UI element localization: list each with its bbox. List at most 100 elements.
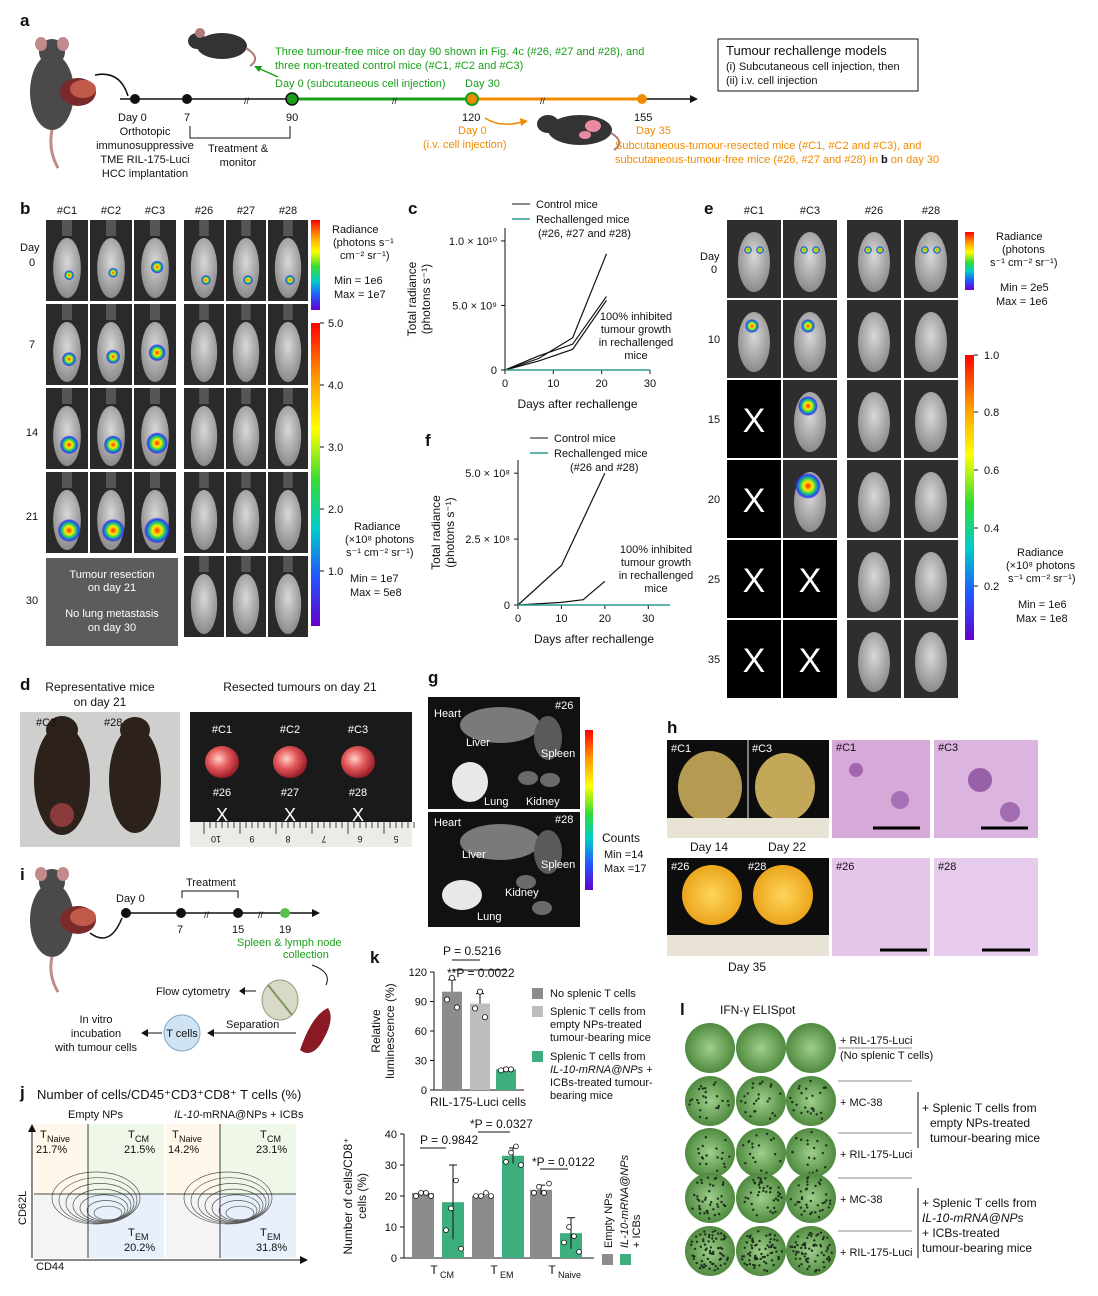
b-day: 14 <box>26 427 38 439</box>
svg-text:#C1: #C1 <box>671 743 691 755</box>
k-bar <box>442 991 462 1090</box>
l-spot <box>697 1147 700 1151</box>
j-quadrant <box>220 1124 296 1194</box>
l-spot <box>775 1250 778 1253</box>
k2-point <box>458 1245 464 1252</box>
l-spot <box>758 1248 761 1251</box>
l-well <box>736 1226 786 1276</box>
l-spot <box>713 1229 717 1233</box>
l-spot <box>769 1186 772 1190</box>
l-spot <box>716 1232 720 1235</box>
l-spot <box>708 1217 711 1220</box>
k2-p-value: *P = 0.0122 <box>532 1155 595 1169</box>
svg-text:+ Splenic T cells from: + Splenic T cells from <box>922 1101 1037 1115</box>
j-ylabel: CD62L <box>17 1191 29 1225</box>
i-incub-3: with tumour cells <box>54 1042 137 1054</box>
l-spot <box>800 1251 804 1255</box>
l-spot <box>808 1247 811 1250</box>
l-spot <box>816 1139 819 1143</box>
svg-text:#28: #28 <box>748 861 766 873</box>
j-contour <box>225 1205 255 1221</box>
c-xtick-label: 10 <box>547 378 559 390</box>
svg-text://: // <box>258 910 264 920</box>
l-spot <box>702 1239 705 1243</box>
l-spot <box>723 1262 727 1265</box>
l-spot <box>757 1144 761 1147</box>
j-quadrant-sub: Naive <box>47 1134 70 1144</box>
k2-legend-label: IL-10-mRNA@NPs <box>619 1154 631 1248</box>
c-note: tumour growth <box>601 324 671 336</box>
b-luminescence <box>57 518 81 543</box>
panel-letter-e: e <box>704 199 713 218</box>
svg-text:s⁻¹ cm⁻² sr⁻¹): s⁻¹ cm⁻² sr⁻¹) <box>346 547 414 559</box>
j-quadrant-value: 20.2% <box>124 1242 155 1254</box>
h-lung-photos-bottom: #26 #28 <box>667 858 829 956</box>
j-contour <box>93 1205 123 1221</box>
b-holder <box>105 388 117 404</box>
l-spot <box>749 1115 752 1118</box>
l-spot <box>758 1186 761 1189</box>
e-mouse-body <box>915 312 947 372</box>
l-spot <box>702 1238 705 1241</box>
orange-day35: Day 35 <box>636 125 671 137</box>
l-spot <box>765 1171 768 1175</box>
l-spot <box>809 1231 812 1235</box>
l-spot <box>814 1260 817 1263</box>
c-legend-label: Control mice <box>536 199 598 211</box>
l-spot <box>760 1181 763 1184</box>
b-col-header: #C2 <box>101 205 121 217</box>
l-spot <box>749 1234 752 1237</box>
b-day: 0 <box>29 257 35 269</box>
l-well <box>685 1128 735 1178</box>
l-spot <box>823 1201 827 1204</box>
e-mouse-body <box>915 232 947 292</box>
j-quadrant-name: T <box>260 1129 267 1141</box>
l-elispot-wells <box>685 1023 836 1276</box>
k-point <box>471 1005 478 1012</box>
k2-ytick-label: 0 <box>391 1253 397 1265</box>
mouse-illustration-a <box>30 37 96 169</box>
l-spot <box>759 1177 762 1180</box>
l-spot <box>696 1098 699 1102</box>
l-spot <box>753 1266 756 1270</box>
b-col-header: #28 <box>279 205 297 217</box>
g-min: Min =14 <box>604 849 643 861</box>
l-spot <box>698 1266 702 1270</box>
l-spot <box>798 1201 801 1204</box>
f-note: in rechallenged <box>619 570 694 582</box>
b-holder <box>199 388 209 404</box>
svg-text:cm⁻² sr⁻¹): cm⁻² sr⁻¹) <box>340 250 389 262</box>
l-well <box>786 1173 836 1223</box>
j-contour <box>72 1188 132 1223</box>
l-spot <box>803 1242 807 1245</box>
l-spot <box>773 1238 776 1241</box>
svg-text:#26: #26 <box>836 861 854 873</box>
l-spot <box>754 1254 757 1258</box>
j-title: Number of cells/CD45⁺CD3⁺CD8⁺ T cells (%… <box>37 1087 301 1102</box>
e-day: 0 <box>711 264 717 276</box>
i-treatment: Treatment <box>186 877 236 889</box>
l-spot <box>770 1138 773 1142</box>
l-spot <box>700 1181 703 1185</box>
k2-legend-label: + ICBs <box>631 1214 643 1248</box>
l-spot <box>705 1247 708 1250</box>
label-day0: Day 0 <box>118 112 147 124</box>
l-spot <box>706 1212 709 1215</box>
l-spot <box>744 1111 747 1114</box>
l-spot <box>759 1179 762 1182</box>
b-luminescence <box>103 435 123 455</box>
l-spot <box>748 1262 752 1266</box>
b-holder <box>241 220 251 236</box>
b-luminescence <box>146 432 169 455</box>
l-spot <box>761 1255 765 1259</box>
l-spot <box>754 1258 757 1261</box>
b-cb2-max: Max = 5e8 <box>350 587 402 599</box>
j-quadrant <box>220 1194 296 1258</box>
l-spot <box>822 1235 825 1239</box>
b-luminescence <box>105 349 121 364</box>
f-ytick-label: 0 <box>504 600 510 612</box>
b-holder <box>61 304 73 320</box>
k2-ytick-label: 40 <box>385 1129 397 1141</box>
